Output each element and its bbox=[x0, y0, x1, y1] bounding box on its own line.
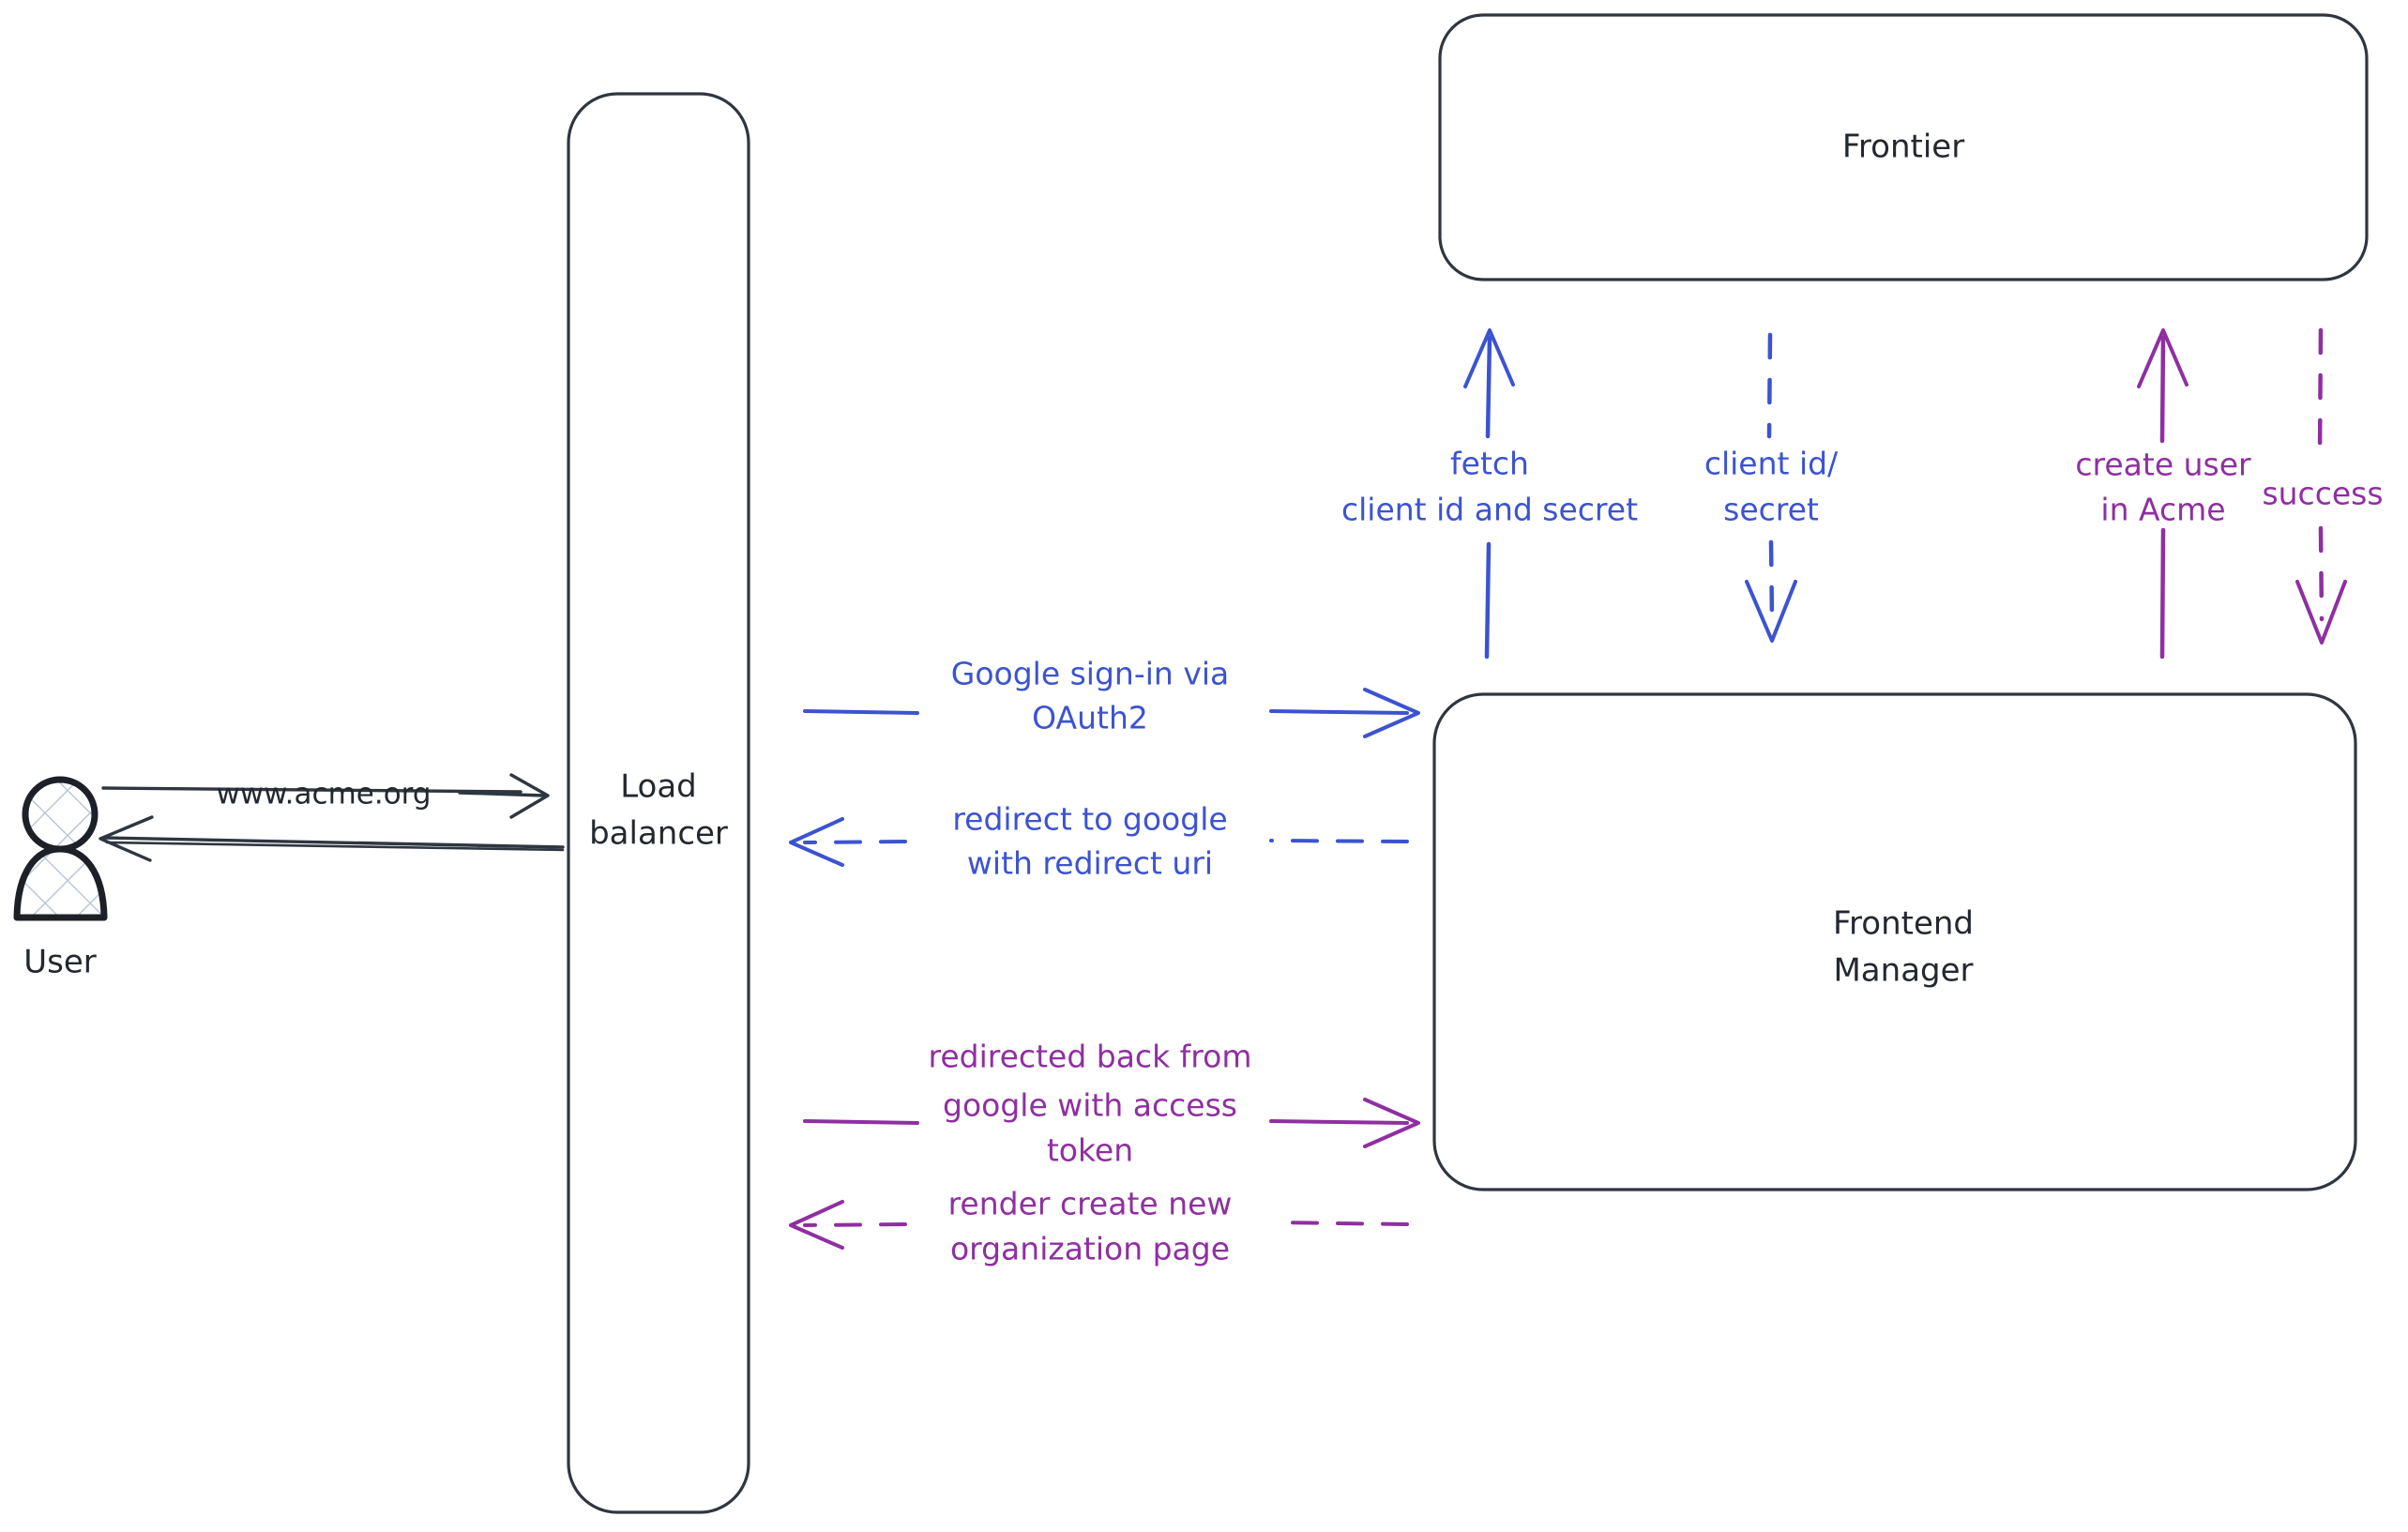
frontier-box bbox=[1438, 13, 2369, 281]
edge-token-label-line2: google with access bbox=[943, 1087, 1237, 1124]
edge-signin-label-line2: OAuth2 bbox=[1032, 700, 1148, 736]
actor-user[interactable]: User bbox=[13, 776, 108, 981]
edge-fm-to-frontier-fetch: fetch client id and secret bbox=[1341, 328, 1638, 660]
edge-success-label: success bbox=[2262, 476, 2383, 512]
edge-fm-to-frontier-create-user: create user in Acme bbox=[2075, 328, 2251, 660]
edge-frontier-to-fm-creds: client id/ secret bbox=[1704, 332, 1839, 643]
node-load-balancer[interactable]: Load balancer bbox=[567, 92, 750, 1514]
actor-user-label: User bbox=[23, 944, 97, 981]
edge-redirect-label-line2: with redirect uri bbox=[967, 845, 1213, 882]
load-balancer-box bbox=[567, 92, 750, 1514]
edge-render-label-line1: render create new bbox=[948, 1186, 1233, 1222]
frontend-manager-label-line1: Frontend bbox=[1833, 905, 1974, 943]
person-icon bbox=[13, 776, 108, 921]
edge-render-label-line2: organization page bbox=[950, 1231, 1230, 1267]
edge-fetch-label-line2: client id and secret bbox=[1341, 492, 1638, 528]
edge-create-user-label-line2: in Acme bbox=[2100, 492, 2225, 528]
edge-signin-label-line1: Google sign-in via bbox=[951, 656, 1229, 692]
edge-user-to-lb-label: www.acme.org bbox=[216, 778, 431, 812]
edge-fm-to-lb-render: render create new organization page bbox=[789, 1186, 1409, 1267]
edge-fm-to-lb-redirect: redirect to google with redirect uri bbox=[789, 801, 1409, 882]
edge-create-user-label-line1: create user bbox=[2075, 447, 2251, 483]
node-frontier[interactable]: Frontier bbox=[1438, 13, 2369, 281]
frontier-label: Frontier bbox=[1842, 129, 1964, 166]
edge-lb-to-fm-token: redirected back from google with access … bbox=[803, 1039, 1420, 1169]
load-balancer-label-line2: balancer bbox=[589, 815, 728, 853]
load-balancer-label-line1: Load bbox=[620, 768, 697, 806]
edge-token-label-line1: redirected back from bbox=[929, 1039, 1252, 1075]
frontend-manager-box bbox=[1432, 692, 2357, 1191]
edge-frontier-to-fm-success: success bbox=[2262, 327, 2384, 645]
edge-load-balancer-to-user bbox=[98, 815, 565, 862]
edge-token-label-line3: token bbox=[1047, 1132, 1133, 1169]
edge-lb-to-fm-signin: Google sign-in via OAuth2 bbox=[803, 656, 1420, 738]
node-frontend-manager[interactable]: Frontend Manager bbox=[1432, 692, 2357, 1191]
edge-creds-label-line1: client id/ bbox=[1704, 446, 1839, 482]
frontend-manager-label-line2: Manager bbox=[1833, 952, 1973, 990]
edge-redirect-label-line1: redirect to google bbox=[952, 801, 1227, 838]
edge-creds-label-line2: secret bbox=[1723, 492, 1819, 528]
edge-fetch-label-line1: fetch bbox=[1450, 446, 1529, 482]
edge-user-to-load-balancer: www.acme.org bbox=[101, 773, 550, 819]
